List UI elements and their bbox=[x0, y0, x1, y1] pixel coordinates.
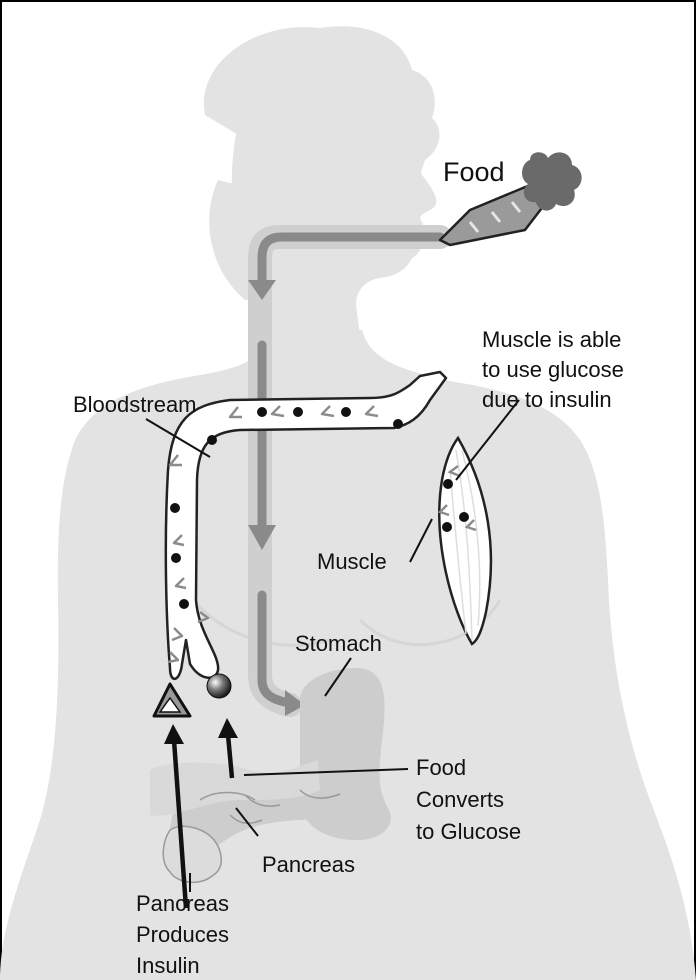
label-muscle-note-line2: to use glucose bbox=[482, 357, 624, 382]
label-pancreas: Pancreas bbox=[262, 852, 355, 877]
label-pancreas-produces-line1: Pancreas bbox=[136, 891, 229, 916]
label-food: Food bbox=[443, 157, 505, 187]
label-pancreas-produces-line3: Insulin bbox=[136, 953, 200, 978]
label-muscle-note-line1: Muscle is able bbox=[482, 327, 621, 352]
label-food-converts-line2: Converts bbox=[416, 787, 504, 812]
label-pancreas-produces-line2: Produces bbox=[136, 922, 229, 947]
label-bloodstream: Bloodstream bbox=[73, 392, 197, 417]
label-muscle-note-line3: due to insulin bbox=[482, 387, 612, 412]
label-food-converts-line1: Food bbox=[416, 755, 466, 780]
label-stomach: Stomach bbox=[295, 631, 382, 656]
label-food-converts-line3: to Glucose bbox=[416, 819, 521, 844]
label-muscle: Muscle bbox=[317, 549, 387, 574]
glucose-ball-icon bbox=[207, 674, 231, 698]
